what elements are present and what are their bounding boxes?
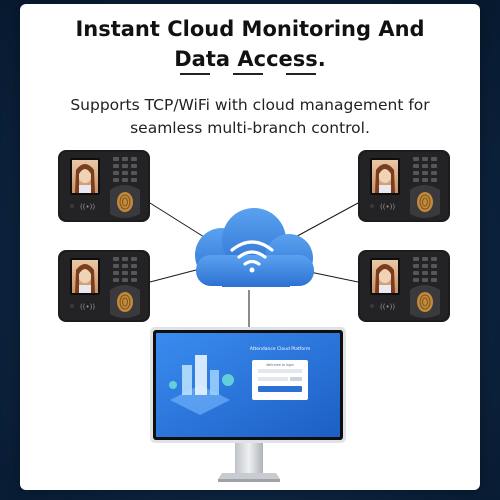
attendance-device-bottom-right	[357, 249, 451, 323]
divider-dash	[233, 73, 263, 75]
page-subtitle: Supports TCP/WiFi with cloud management …	[0, 94, 500, 140]
subtitle-line-2: seamless multi-branch control.	[130, 119, 370, 137]
title-divider	[0, 73, 500, 75]
cloud-icon	[195, 208, 314, 287]
attendance-device-bottom-left	[57, 249, 151, 323]
attendance-device-top-left	[57, 149, 151, 223]
title-line-2: Data Access.	[174, 47, 326, 71]
divider-dash	[180, 73, 210, 75]
title-line-1: Instant Cloud Monitoring And	[75, 17, 425, 41]
attendance-device-top-right	[357, 149, 451, 223]
connection-lines	[149, 202, 359, 327]
login-subtitle: Welcome to login	[266, 363, 294, 367]
monitor: Attendance Cloud Platform Welcome to log…	[150, 327, 346, 482]
divider-dash	[286, 73, 316, 75]
page-title: Instant Cloud Monitoring And Data Access…	[0, 14, 500, 74]
login-title: Attendance Cloud Platform	[250, 346, 311, 352]
subtitle-line-1: Supports TCP/WiFi with cloud management …	[70, 96, 430, 114]
wifi-icon	[230, 240, 274, 273]
